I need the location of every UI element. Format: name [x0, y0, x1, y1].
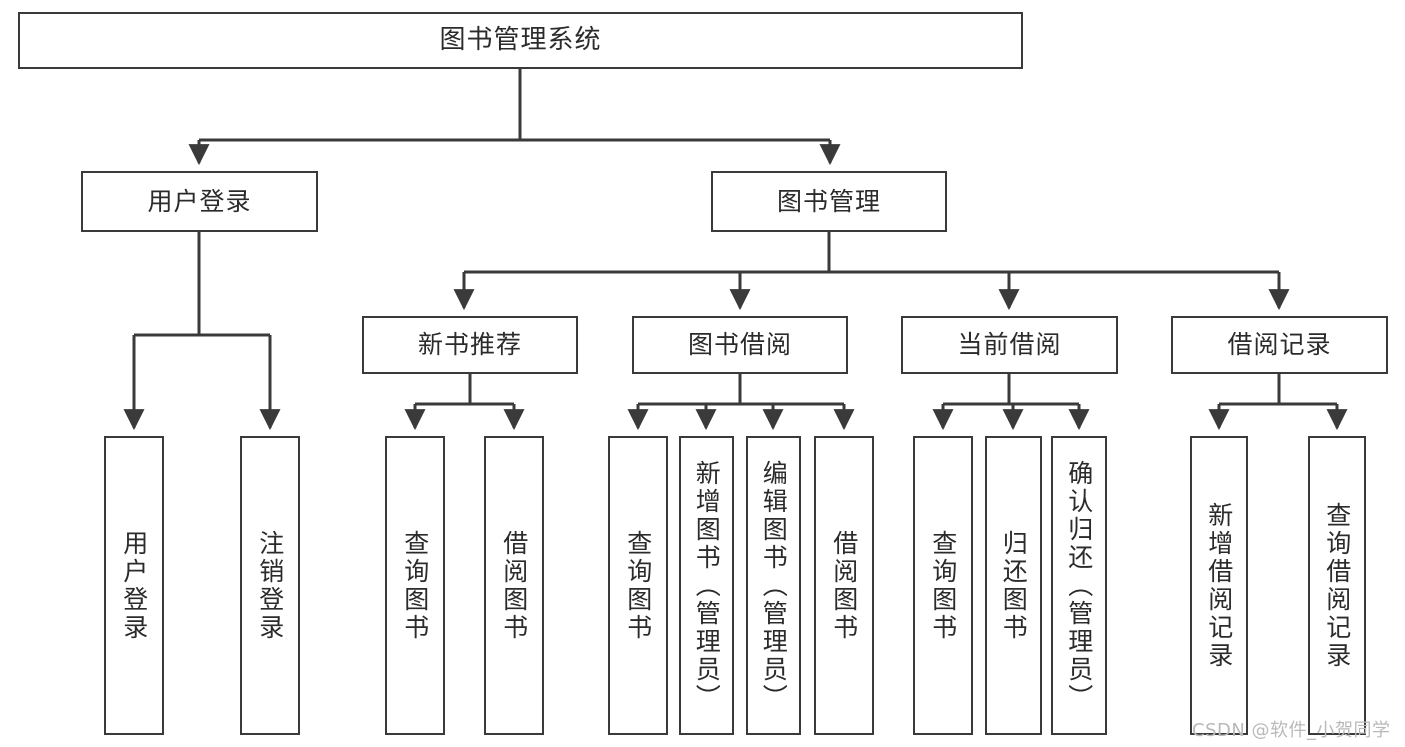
node-user-login[interactable]: 用户登录 [81, 171, 318, 232]
node-borrow-record-label: 借阅记录 [1227, 330, 1332, 360]
csdn-watermark: CSDN @软件_小贺同学 [1192, 720, 1391, 741]
node-new-book-recommend-label: 新书推荐 [417, 330, 522, 360]
node-return-book[interactable]: 归还图书 [985, 436, 1042, 735]
node-query-borrow-record-label: 查询借阅记录 [1322, 501, 1352, 670]
node-book-borrow-label: 图书借阅 [687, 330, 792, 360]
node-new-book-recommend[interactable]: 新书推荐 [362, 316, 578, 374]
node-query-book-rec-label: 查询图书 [400, 529, 430, 642]
node-query-book-rec[interactable]: 查询图书 [385, 436, 445, 735]
node-book-manage[interactable]: 图书管理 [711, 171, 947, 232]
node-edit-book-admin-label: 编辑图书（管理员） [759, 459, 789, 712]
node-borrow-book-rec[interactable]: 借阅图书 [484, 436, 544, 735]
node-query-book-borrow-label: 查询图书 [623, 529, 653, 642]
node-current-borrow-label: 当前借阅 [957, 330, 1062, 360]
node-borrow-book-rec-label: 借阅图书 [499, 529, 529, 642]
node-confirm-return-admin-label: 确认归还（管理员） [1064, 459, 1094, 712]
node-query-borrow-record[interactable]: 查询借阅记录 [1308, 436, 1366, 735]
node-return-book-label: 归还图书 [999, 529, 1029, 642]
node-logout-leaf-label: 注销登录 [255, 529, 285, 642]
node-confirm-return-admin[interactable]: 确认归还（管理员） [1051, 436, 1107, 735]
node-root[interactable]: 图书管理系统 [18, 12, 1023, 69]
node-user-login-label: 用户登录 [147, 186, 252, 216]
node-book-borrow[interactable]: 图书借阅 [632, 316, 848, 374]
node-root-label: 图书管理系统 [439, 25, 602, 56]
node-book-manage-label: 图书管理 [776, 186, 881, 216]
node-add-book-admin[interactable]: 新增图书（管理员） [679, 436, 734, 735]
node-query-book-current-label: 查询图书 [928, 529, 958, 642]
node-query-book-borrow[interactable]: 查询图书 [608, 436, 668, 735]
node-borrow-record[interactable]: 借阅记录 [1171, 316, 1388, 374]
node-add-book-admin-label: 新增图书（管理员） [692, 459, 722, 712]
node-add-borrow-record[interactable]: 新增借阅记录 [1190, 436, 1248, 735]
node-logout-leaf[interactable]: 注销登录 [240, 436, 300, 735]
node-add-borrow-record-label: 新增借阅记录 [1204, 501, 1234, 670]
node-borrow-book-borrow[interactable]: 借阅图书 [814, 436, 874, 735]
node-user-login-leaf[interactable]: 用户登录 [104, 436, 164, 735]
node-edit-book-admin[interactable]: 编辑图书（管理员） [746, 436, 801, 735]
node-query-book-current[interactable]: 查询图书 [913, 436, 973, 735]
node-user-login-leaf-label: 用户登录 [119, 529, 149, 642]
node-current-borrow[interactable]: 当前借阅 [901, 316, 1118, 374]
node-borrow-book-borrow-label: 借阅图书 [829, 529, 859, 642]
